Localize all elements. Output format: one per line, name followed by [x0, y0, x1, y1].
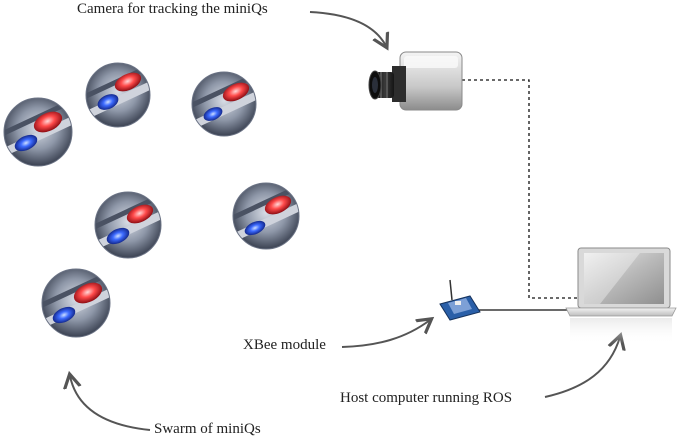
miniq-robot-6 [41, 268, 111, 338]
host-arrow [544, 337, 620, 398]
annotation-arrows [70, 11, 620, 431]
camera-label: Camera for tracking the miniQs [77, 1, 268, 17]
miniq-robot-3 [3, 97, 73, 167]
miniq-robot-2 [191, 71, 257, 137]
swarm-label: Swarm of miniQs [154, 421, 261, 437]
xbee-arrow [341, 320, 430, 348]
wired-links [462, 79, 580, 311]
camera-icon [368, 51, 463, 111]
host-computer-label: Host computer running ROS [340, 390, 513, 406]
miniq-robot-1 [85, 62, 151, 128]
miniq-robot-5 [232, 182, 300, 250]
miniq-robot-4 [94, 191, 162, 259]
laptop-icon [565, 247, 677, 344]
camera-to-laptop-link [462, 79, 580, 299]
xbee-module-icon [439, 279, 481, 321]
swarm-arrow [70, 376, 151, 431]
xbee-label: XBee module [243, 337, 326, 353]
camera-arrow [309, 11, 386, 46]
